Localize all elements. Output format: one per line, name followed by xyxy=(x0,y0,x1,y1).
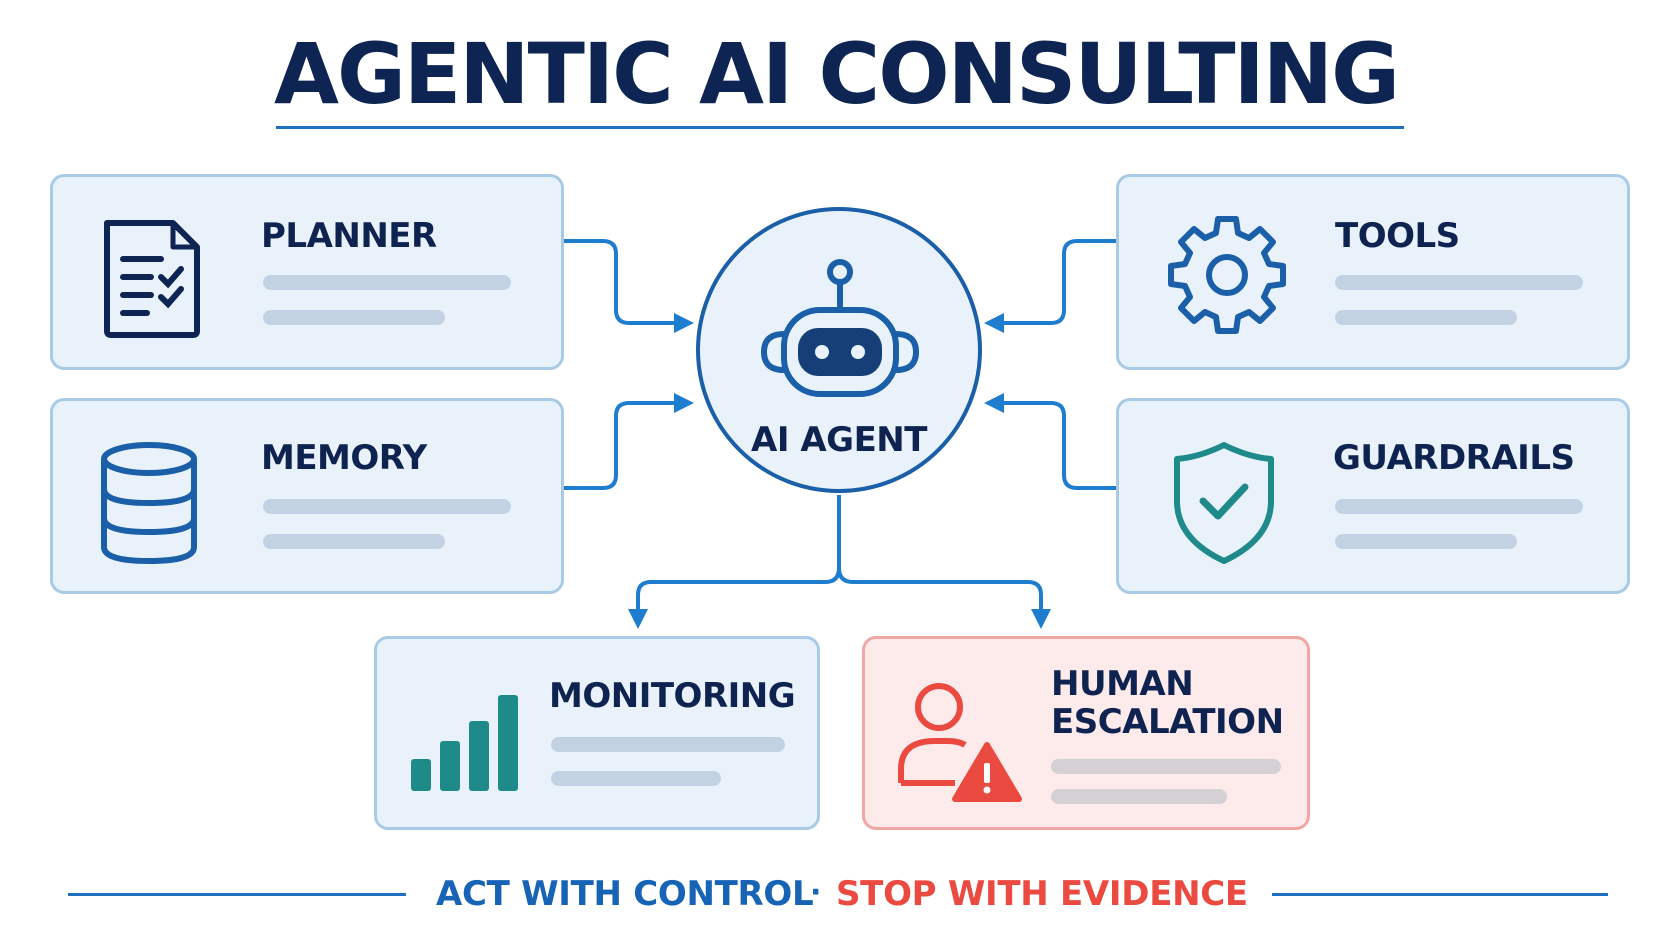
footer-left-text: ACT WITH CONTROL xyxy=(436,874,814,914)
placeholder-line xyxy=(551,771,721,786)
ai-agent-label: AI AGENT xyxy=(751,420,927,460)
footer-separator: · xyxy=(810,875,822,910)
placeholder-line xyxy=(263,275,511,290)
card-label-human-escalation-line1: HUMAN xyxy=(1051,664,1194,704)
connector-guardrails xyxy=(984,393,1116,490)
person-warning-icon xyxy=(898,683,1022,802)
card-label-planner: PLANNER xyxy=(261,216,437,256)
placeholder-line xyxy=(1335,310,1517,325)
shield-check-icon xyxy=(1174,442,1274,564)
footer-line-left xyxy=(68,893,406,896)
card-monitoring: MONITORING xyxy=(374,636,820,830)
card-label-human-escalation-line2: ESCALATION xyxy=(1051,702,1284,742)
footer-right-text: STOP WITH EVIDENCE xyxy=(836,874,1248,914)
placeholder-line xyxy=(263,534,445,549)
title-underline xyxy=(276,126,1404,129)
card-label-monitoring: MONITORING xyxy=(549,676,796,716)
connector-tools xyxy=(984,239,1116,333)
placeholder-line xyxy=(263,499,511,514)
connector-planner xyxy=(564,239,694,333)
card-tools: TOOLS xyxy=(1116,174,1630,370)
card-memory: MEMORY xyxy=(50,398,564,594)
database-icon xyxy=(101,442,197,565)
footer-line-right xyxy=(1272,893,1608,896)
card-human-escalation: HUMAN ESCALATION xyxy=(862,636,1310,830)
placeholder-line xyxy=(1335,499,1583,514)
placeholder-line xyxy=(1051,789,1227,804)
robot-icon xyxy=(761,259,919,397)
card-planner: PLANNER xyxy=(50,174,564,370)
checklist-document-icon xyxy=(104,220,200,338)
card-label-guardrails: GUARDRAILS xyxy=(1333,438,1575,478)
placeholder-line xyxy=(551,737,785,752)
placeholder-line xyxy=(1335,275,1583,290)
card-guardrails: GUARDRAILS xyxy=(1116,398,1630,594)
placeholder-line xyxy=(263,310,445,325)
placeholder-line xyxy=(1335,534,1517,549)
bar-chart-icon xyxy=(411,695,518,791)
card-label-memory: MEMORY xyxy=(261,438,427,478)
gear-icon xyxy=(1168,216,1286,334)
placeholder-line xyxy=(1051,759,1281,774)
connector-memory xyxy=(564,393,694,490)
connector-human-escalation xyxy=(837,567,1051,629)
connector-monitoring xyxy=(628,567,841,629)
card-label-tools: TOOLS xyxy=(1335,216,1460,256)
page-title: AGENTIC AI CONSULTING xyxy=(273,25,1400,123)
